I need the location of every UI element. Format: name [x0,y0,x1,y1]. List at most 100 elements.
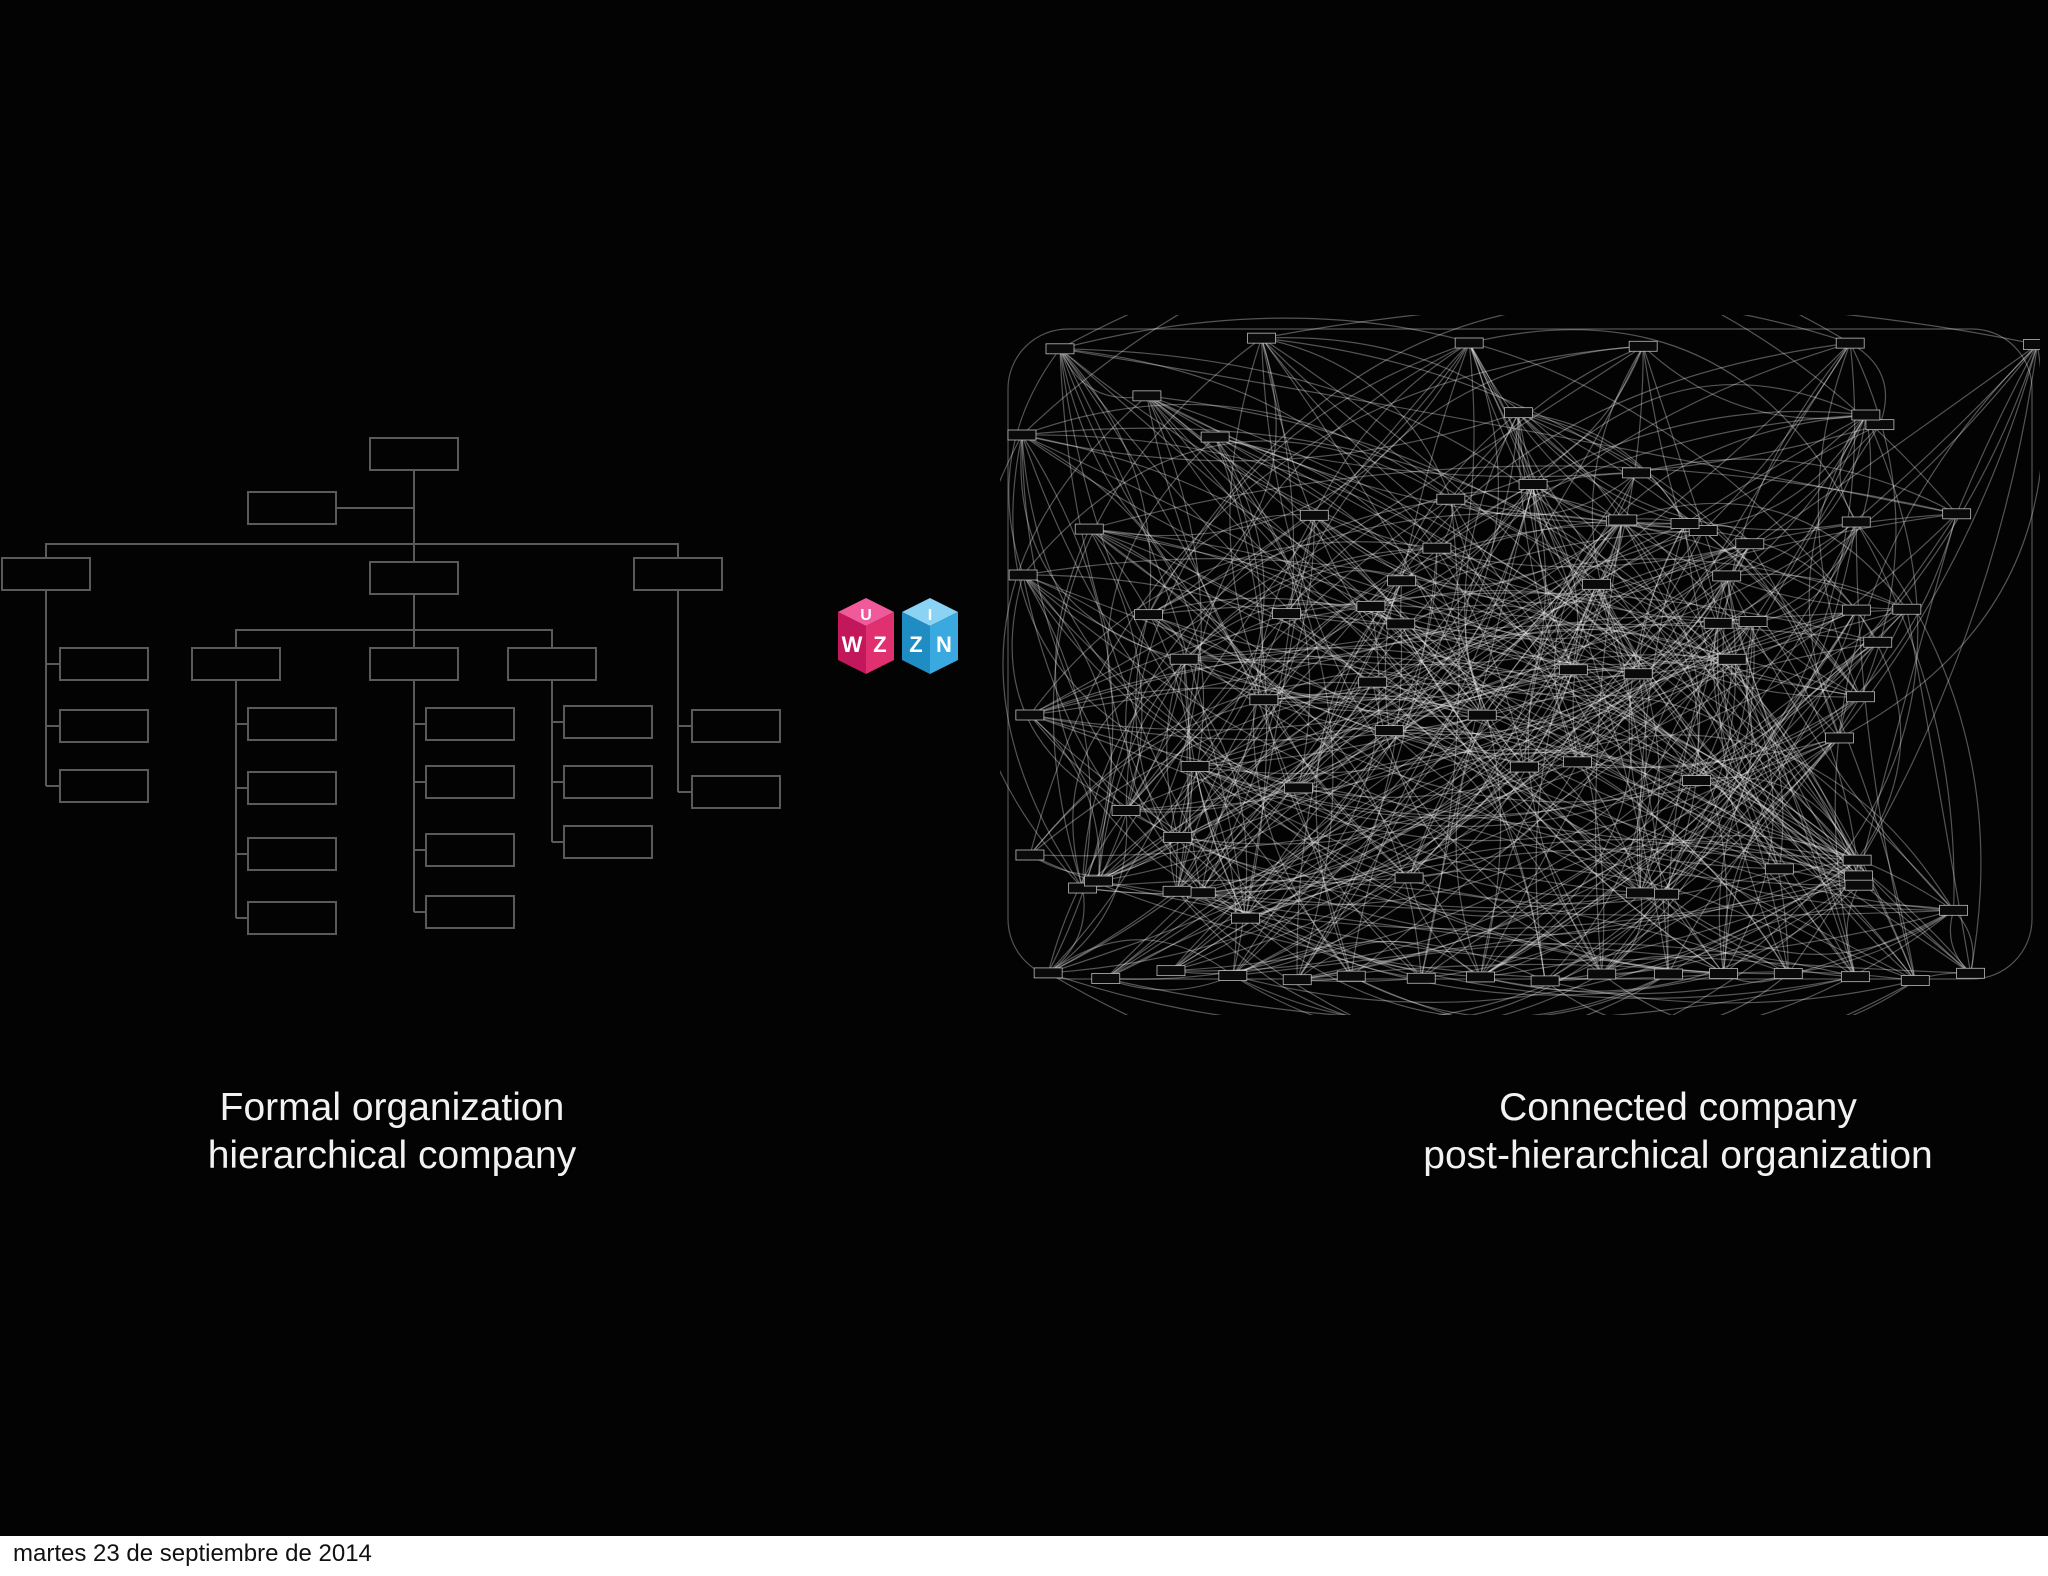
network-node [1841,516,1871,528]
network-edge [1022,574,1092,889]
network-edge [1059,348,1525,768]
network-node [1844,870,1873,882]
network-edge [1544,973,1789,1015]
network-edge [1105,580,1403,979]
network-node [1863,636,1893,648]
network-edge [1636,622,1719,894]
network-edge [1125,547,1437,811]
network-node [1406,972,1436,984]
network-edge [1855,521,1982,974]
network-edge [1544,521,1857,982]
network-edge [1176,524,1704,892]
network-edge [1146,395,1410,879]
network-edge [1296,940,1481,981]
network-node [1249,694,1279,706]
network-edge [1906,609,1972,974]
network-edge [1147,514,1315,615]
network-edge [1194,766,1237,976]
network-node [1582,578,1611,590]
network-edge [1170,521,1857,972]
network-edge [1479,575,1728,978]
network-edge [1245,917,1669,1015]
network-edge [1553,519,1624,763]
network-edge [1808,414,1867,739]
network-edge [1468,342,1669,975]
network-edge [1125,614,1246,919]
network-edge [1021,434,1698,781]
network-node [1840,971,1870,983]
network-edge [1703,530,1879,643]
network-edge [1029,692,1483,856]
network-edge [1059,348,1152,615]
network-edge [1400,623,1724,975]
network-edge [1731,658,1859,877]
network-edge [1838,608,1908,739]
network-edge [1481,543,1750,716]
network-edge [1021,434,1971,974]
network-edge [1722,641,1879,974]
network-edge [1201,621,1754,906]
network-edge [1261,337,1754,623]
cube-letter: N [936,632,952,657]
network-edge [1029,714,1858,936]
network-edge [1956,344,2038,515]
network-node [1387,575,1417,587]
network-node [1841,604,1871,616]
network-edge [1048,766,1525,974]
network-edge [1176,558,1908,892]
network-node [1045,343,1075,355]
network-edge [1313,514,1751,604]
network-edge [1468,342,1859,877]
org-box-assistant [247,491,337,525]
network-edge [1684,523,1916,981]
network-edge [1286,570,1402,614]
network-edge [1105,838,1858,980]
network-edge [1059,348,1789,975]
network-edge [1194,766,1422,979]
network-edge [1480,623,1719,978]
network-edge [1684,414,1867,525]
network-node [1299,509,1329,521]
network-edge [1169,766,1196,892]
hierarchy-org-chart [1,437,781,935]
network-node [1454,337,1484,349]
network-graph [1000,315,2040,1015]
network-edge [1176,436,1264,892]
network-edge [1400,623,1860,886]
network-edge [1194,641,1879,827]
network-edge [1148,342,1470,616]
network-edge [1401,342,1470,581]
network-edge [1726,573,1908,610]
network-edge [1480,609,1857,978]
network-edge [1194,766,1641,917]
network-node [1835,337,1865,349]
network-edge [1244,515,1315,919]
network-edge [1047,939,1234,977]
network-edge [1261,337,1452,500]
network-edge [1577,761,1789,974]
network-edge [1194,696,1861,842]
network-edge [1232,884,1860,977]
network-edge [1170,606,1380,972]
network-edge [1479,835,1954,978]
network-edge [1450,498,1858,861]
network-node [1282,974,1312,986]
network-edge [1532,410,1866,485]
network-edge [1021,427,1916,981]
org-box-leaf [425,833,515,867]
network-edge [1059,317,1857,611]
network-edge [1601,955,1724,975]
network-node [1074,523,1104,535]
network-edge [1088,528,1143,882]
slide-background: U W Z I Z N Formal organization hierarch… [0,0,2048,1536]
network-edge [1082,484,1534,889]
network-edge [1746,621,1859,877]
network-node [1091,973,1121,984]
network-node [1851,409,1881,421]
network-edge [1214,436,1483,716]
network-edge [1482,694,1858,861]
network-edge [1082,342,1851,889]
network-edge [1480,584,1633,978]
network-edge [1214,424,1881,478]
network-node [1015,849,1045,861]
